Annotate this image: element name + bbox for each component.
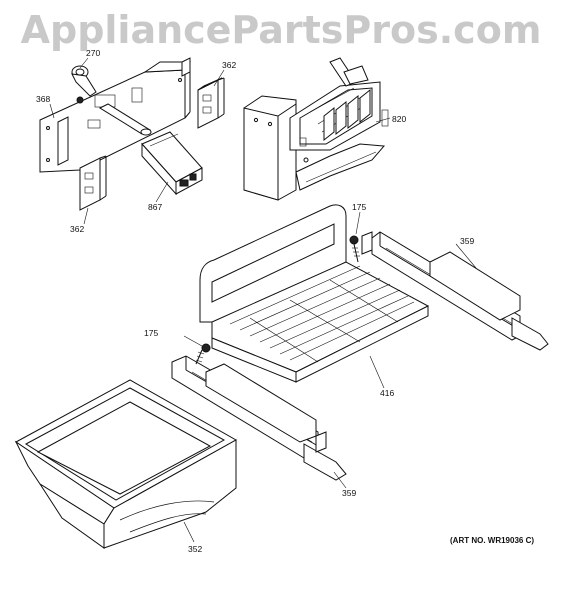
bucket-support-416[interactable] (199, 204, 430, 383)
callout-270: 270 (86, 48, 100, 58)
art-number: (ART NO. WR19036 C) (450, 536, 535, 545)
callout-175-lower: 175 (144, 328, 158, 338)
callout-labels: 270 368 362 820 867 362 175 359 175 416 … (36, 48, 474, 554)
callout-362-lower: 362 (70, 224, 84, 234)
slide-rail-359-upper[interactable] (361, 231, 549, 351)
callout-352: 352 (188, 544, 202, 554)
clip-362-upper[interactable] (197, 77, 225, 129)
callout-368: 368 (36, 94, 50, 104)
callout-416: 416 (380, 388, 394, 398)
bracket-368[interactable] (39, 57, 191, 173)
watermark-logo: AppliancePartsPros.com (20, 8, 542, 52)
slide-rail-359-lower[interactable] (171, 355, 347, 481)
ice-maker-820[interactable] (243, 57, 389, 201)
screw-175-lower[interactable] (195, 343, 211, 365)
callout-362-upper: 362 (222, 60, 236, 70)
clip-362-lower[interactable] (79, 155, 107, 211)
callout-820: 820 (392, 114, 406, 124)
screw-175-upper[interactable] (349, 235, 360, 263)
callout-359-lower: 359 (342, 488, 356, 498)
callout-867: 867 (148, 202, 162, 212)
leader-lines (49, 57, 477, 543)
ice-bucket-352[interactable] (14, 379, 238, 549)
callout-175-upper: 175 (352, 202, 366, 212)
fill-cup-867[interactable] (141, 131, 203, 196)
callout-359-upper: 359 (460, 236, 474, 246)
